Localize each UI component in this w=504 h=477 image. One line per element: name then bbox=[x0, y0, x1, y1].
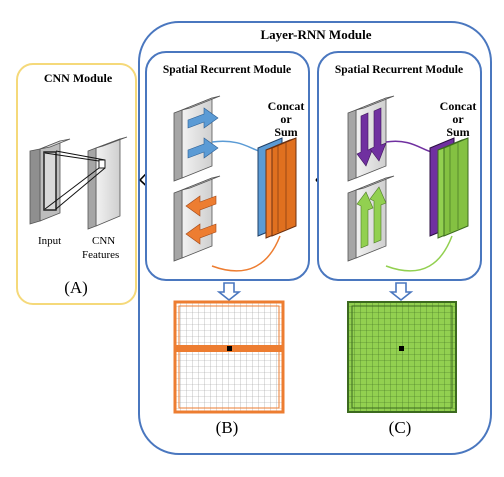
concat-label-left-line3: Sum bbox=[274, 125, 297, 139]
concat-block-right bbox=[429, 137, 469, 239]
concat-label-left-line1: Concat bbox=[268, 99, 305, 113]
feature-map-b bbox=[173, 300, 285, 414]
blue-right-arrow-icon bbox=[187, 137, 219, 159]
left-spatial-recurrent-module: Spatial Recurrent Module bbox=[145, 51, 310, 281]
down-arrow-left-icon bbox=[216, 282, 242, 302]
purple-down-arrow-icon bbox=[369, 107, 387, 162]
feature-map-c bbox=[347, 301, 457, 413]
cnn-features-label-line2: Features bbox=[82, 249, 119, 261]
green-up-arrow-icon bbox=[369, 186, 387, 244]
projection-lines bbox=[44, 150, 106, 210]
green-connector bbox=[385, 235, 453, 272]
purple-connector bbox=[385, 140, 433, 153]
cnn-module-title: CNN Module bbox=[44, 71, 113, 85]
plate-down-sweep bbox=[347, 95, 395, 182]
blue-right-arrow-icon bbox=[187, 107, 219, 129]
panel-label-c: (C) bbox=[389, 418, 412, 437]
orange-connector bbox=[211, 235, 281, 272]
input-label: Input bbox=[38, 235, 61, 247]
orange-left-arrow-icon bbox=[185, 195, 217, 217]
concat-label-left-line2: or bbox=[280, 112, 292, 126]
cnn-module-panel: CNN Module Input CNN Features (A) bbox=[16, 63, 137, 305]
plate-left-sweep bbox=[173, 175, 221, 262]
layer-rnn-module-title: Layer-RNN Module bbox=[260, 27, 371, 42]
green-up-arrow-icon bbox=[356, 191, 374, 249]
cnn-features-label-line1: CNN bbox=[92, 235, 115, 247]
right-spatial-recurrent-module: Spatial Recurrent Module Concat bbox=[317, 51, 482, 281]
down-arrow-right-icon bbox=[388, 282, 414, 302]
plate-up-sweep bbox=[347, 175, 395, 262]
purple-down-arrow-icon bbox=[356, 112, 374, 167]
left-module-title: Spatial Recurrent Module bbox=[163, 64, 291, 76]
cnn-features-plate bbox=[87, 136, 128, 230]
concat-label-right-line3: Sum bbox=[446, 125, 469, 139]
right-module-title: Spatial Recurrent Module bbox=[335, 64, 463, 76]
plate-right-sweep bbox=[173, 95, 221, 182]
concat-block-left bbox=[257, 137, 297, 239]
concat-label-right-line2: or bbox=[452, 112, 464, 126]
orange-left-arrow-icon bbox=[185, 223, 217, 245]
panel-label-b: (B) bbox=[216, 418, 239, 437]
panel-label-a: (A) bbox=[64, 278, 88, 297]
concat-label-right-line1: Concat bbox=[440, 99, 477, 113]
